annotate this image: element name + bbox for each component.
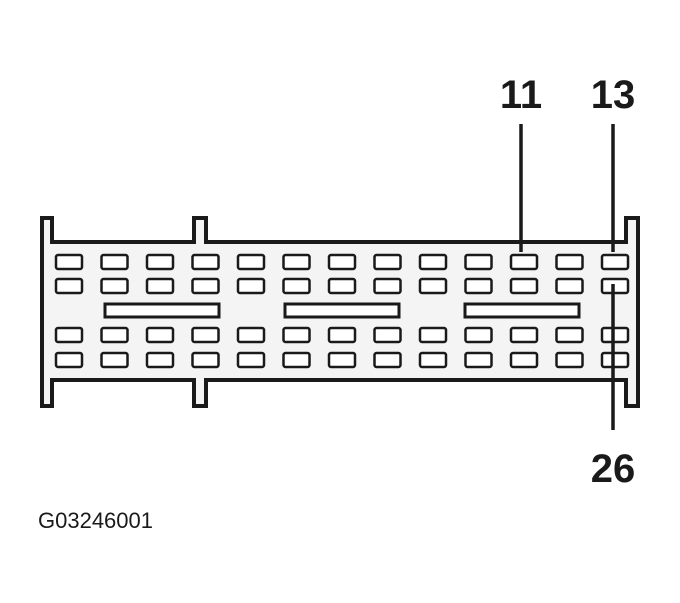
pin-cavity: [464, 253, 493, 271]
pin-cavity: [282, 326, 311, 344]
pin-cavity: [555, 326, 584, 344]
pin-cavity: [464, 277, 493, 295]
pin-cavity: [191, 351, 220, 369]
pin-cavity: [54, 277, 84, 295]
pin-cavity: [327, 326, 357, 344]
pin-cavity: [327, 277, 357, 295]
pin-cavity: [282, 253, 311, 271]
keying-slot-center: [283, 302, 401, 319]
pin-cavity: [555, 253, 584, 271]
pin-cavity: [236, 253, 266, 271]
pin-cavity: [191, 253, 220, 271]
callout-26: 26: [591, 447, 636, 491]
pin-cavity: [600, 351, 630, 369]
pin-cavity: [555, 351, 584, 369]
pin-cavity: [418, 326, 448, 344]
pin-cavity: [191, 277, 220, 295]
keying-slot-right: [463, 302, 581, 319]
callout-11: 11: [500, 73, 542, 117]
pin-cavity: [236, 351, 266, 369]
keying-slots: [103, 302, 581, 319]
pin-cavity: [100, 277, 129, 295]
pin-cavity: [100, 253, 129, 271]
pin-cavity: [282, 277, 311, 295]
pin-cavity: [373, 326, 402, 344]
pin-cavity: [373, 277, 402, 295]
pin-cavity: [145, 326, 175, 344]
pin-cavity: [236, 326, 266, 344]
pin-cavity: [464, 326, 493, 344]
pin-cavity: [509, 253, 539, 271]
pin-cavity: [145, 351, 175, 369]
pin-cavity: [282, 351, 311, 369]
pin-cavity: [327, 351, 357, 369]
callout-13: 13: [591, 73, 636, 117]
pin-cavity: [509, 277, 539, 295]
pin-cavity: [54, 351, 84, 369]
pin-cavity: [509, 326, 539, 344]
pin-cavity: [327, 253, 357, 271]
pin-cavity: [373, 351, 402, 369]
pin-cavity: [100, 326, 129, 344]
pin-cavity: [464, 351, 493, 369]
pin-cavity-grid: [54, 253, 630, 369]
pin-cavity: [145, 253, 175, 271]
pin-cavity: [54, 253, 84, 271]
pin-cavity: [100, 351, 129, 369]
pin-cavity: [236, 277, 266, 295]
keying-slot-left: [103, 302, 221, 319]
pin-cavity: [418, 277, 448, 295]
pin-cavity: [373, 253, 402, 271]
pin-cavity: [418, 253, 448, 271]
pin-cavity: [600, 253, 630, 271]
pin-cavity: [54, 326, 84, 344]
pin-cavity: [145, 277, 175, 295]
leader-lines: [519, 124, 615, 430]
pin-cavity: [418, 351, 448, 369]
figure-id: G03246001: [38, 508, 153, 533]
pin-cavity: [600, 277, 630, 295]
pin-cavity: [191, 326, 220, 344]
pin-cavity: [555, 277, 584, 295]
pin-cavity: [509, 351, 539, 369]
pin-cavity: [600, 326, 630, 344]
